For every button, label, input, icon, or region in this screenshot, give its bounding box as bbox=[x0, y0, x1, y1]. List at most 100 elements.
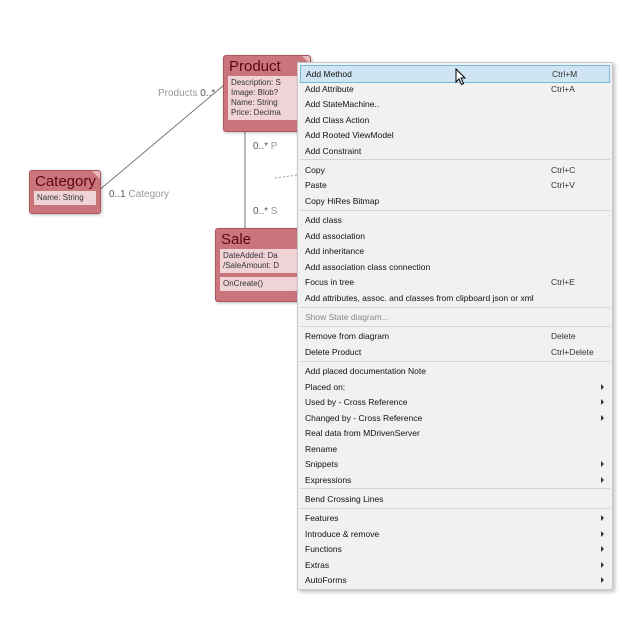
chevron-right-icon bbox=[601, 530, 604, 537]
menu-item[interactable]: Real data from MDrivenServer bbox=[300, 425, 610, 441]
multiplicity: 0..1 bbox=[109, 189, 126, 200]
menu-item[interactable]: Copy HiRes Bitmap bbox=[300, 193, 610, 209]
chevron-right-icon bbox=[601, 561, 604, 568]
menu-item-label: Add Rooted ViewModel bbox=[305, 130, 394, 140]
menu-item[interactable]: Snippets bbox=[300, 456, 610, 472]
attribute-list: Name: String bbox=[34, 191, 96, 205]
menu-item[interactable]: Add Constraint bbox=[300, 143, 610, 159]
menu-item-label: Show State diagram... bbox=[305, 311, 389, 322]
menu-item-label: AutoForms bbox=[305, 575, 347, 586]
menu-item-label: Functions bbox=[305, 544, 342, 555]
menu-item-label: Focus in tree bbox=[305, 277, 355, 288]
attribute: Name: String bbox=[231, 98, 278, 107]
menu-item-shortcut: Ctrl+A bbox=[551, 83, 575, 94]
menu-item-label: Add placed documentation Note bbox=[305, 366, 426, 376]
menu-item[interactable]: Add StateMachine.. bbox=[300, 96, 610, 112]
menu-item[interactable]: Extras bbox=[300, 557, 610, 573]
menu-item[interactable]: Expressions bbox=[300, 472, 610, 488]
menu-item[interactable]: Introduce & remove bbox=[300, 526, 610, 542]
product-sale-line-2 bbox=[274, 174, 298, 179]
menu-item-label: Delete Product bbox=[305, 346, 362, 357]
menu-item-shortcut: Delete bbox=[551, 331, 576, 342]
menu-item-label: Add association bbox=[305, 230, 366, 241]
menu-item-label: Snippets bbox=[305, 459, 339, 469]
multiplicity: 0..* bbox=[200, 88, 216, 99]
attribute-list: DateAdded: Da /SaleAmount: D bbox=[220, 249, 298, 273]
menu-separator bbox=[300, 159, 610, 161]
menu-item[interactable]: Changed by - Cross Reference bbox=[300, 410, 610, 426]
menu-item-label: Used by - Cross Reference bbox=[305, 397, 408, 407]
menu-item-label: Add class bbox=[305, 215, 342, 226]
menu-separator bbox=[300, 306, 610, 308]
menu-separator bbox=[300, 325, 610, 327]
attribute: /SaleAmount: D bbox=[223, 261, 280, 270]
chevron-right-icon bbox=[601, 383, 604, 390]
association-role-category[interactable]: 0..1 Category bbox=[109, 189, 169, 200]
menu-item-label: Expressions bbox=[305, 474, 352, 485]
class-title: Sale bbox=[221, 231, 252, 248]
association-role-products[interactable]: Products 0..* bbox=[158, 88, 215, 99]
category-product-line bbox=[96, 84, 225, 193]
association-role-sale[interactable]: 0..* S bbox=[253, 206, 277, 217]
menu-item-label: Add attributes, assoc. and classes from … bbox=[305, 292, 534, 303]
menu-item[interactable]: Add association bbox=[300, 228, 610, 244]
menu-item[interactable]: Remove from diagram Delete bbox=[300, 328, 610, 344]
class-category[interactable]: Category Name: String bbox=[29, 170, 101, 214]
menu-item-label: Add StateMachine.. bbox=[305, 99, 380, 109]
chevron-right-icon bbox=[601, 515, 604, 522]
menu-item-label: Add Attribute bbox=[305, 83, 354, 94]
role-name: S bbox=[270, 206, 278, 217]
menu-item[interactable]: AutoForms bbox=[300, 572, 610, 588]
menu-item[interactable]: Copy Ctrl+C bbox=[300, 162, 610, 178]
menu-item-label: Add inheritance bbox=[305, 246, 365, 257]
association-role-product-sale[interactable]: 0..* P bbox=[253, 141, 277, 152]
menu-item[interactable]: Add association class connection bbox=[300, 259, 610, 275]
menu-item-label: Add Method bbox=[306, 69, 352, 79]
menu-item[interactable]: Bend Crossing Lines bbox=[300, 491, 610, 507]
menu-item[interactable]: Add Rooted ViewModel bbox=[300, 127, 610, 143]
multiplicity: 0..* bbox=[253, 141, 269, 152]
menu-item-label: Features bbox=[305, 513, 339, 524]
menu-item[interactable]: Delete Product Ctrl+Delete bbox=[300, 344, 610, 360]
menu-item[interactable]: Used by - Cross Reference bbox=[300, 394, 610, 410]
menu-item[interactable]: Functions bbox=[300, 541, 610, 557]
menu-item-label: Copy bbox=[305, 164, 325, 175]
menu-item-label: Real data from MDrivenServer bbox=[305, 428, 420, 438]
menu-separator bbox=[300, 507, 610, 509]
class-sale[interactable]: Sale DateAdded: Da /SaleAmount: D OnCrea… bbox=[215, 228, 303, 302]
menu-item[interactable]: Features bbox=[300, 510, 610, 526]
menu-item-label: Remove from diagram bbox=[305, 331, 390, 342]
menu-item[interactable]: Add attributes, assoc. and classes from … bbox=[300, 290, 610, 306]
fold-icon bbox=[302, 56, 310, 64]
attribute-list: Description: S Image: Blob? Name: String… bbox=[228, 76, 306, 120]
menu-item[interactable]: Add placed documentation Note bbox=[300, 363, 610, 379]
menu-item-shortcut: Ctrl+C bbox=[551, 164, 576, 175]
menu-item-label: Add Class Action bbox=[305, 114, 370, 125]
menu-item-shortcut: Ctrl+V bbox=[551, 180, 575, 191]
menu-item-label: Introduce & remove bbox=[305, 528, 380, 539]
attribute: Image: Blob? bbox=[231, 88, 279, 97]
menu-item[interactable]: Placed on: bbox=[300, 379, 610, 395]
chevron-right-icon bbox=[601, 461, 604, 467]
menu-item[interactable]: Rename bbox=[300, 441, 610, 457]
menu-item[interactable]: Add class bbox=[300, 212, 610, 228]
menu-item-label: Paste bbox=[305, 180, 327, 191]
attribute: Price: Decima bbox=[231, 108, 281, 117]
mouse-pointer-icon bbox=[455, 68, 467, 86]
menu-item[interactable]: Paste Ctrl+V bbox=[300, 177, 610, 193]
menu-item-shortcut: Ctrl+Delete bbox=[551, 346, 594, 357]
menu-item[interactable]: Add Class Action bbox=[300, 112, 610, 128]
menu-item[interactable]: Add Attribute Ctrl+A bbox=[300, 81, 610, 97]
menu-separator bbox=[300, 209, 610, 211]
menu-item-label: Rename bbox=[305, 443, 338, 454]
menu-separator bbox=[300, 488, 610, 490]
chevron-right-icon bbox=[601, 546, 604, 553]
menu-item[interactable]: Add inheritance bbox=[300, 243, 610, 259]
class-product[interactable]: Product Description: S Image: Blob? Name… bbox=[223, 55, 311, 132]
chevron-right-icon bbox=[601, 399, 604, 405]
